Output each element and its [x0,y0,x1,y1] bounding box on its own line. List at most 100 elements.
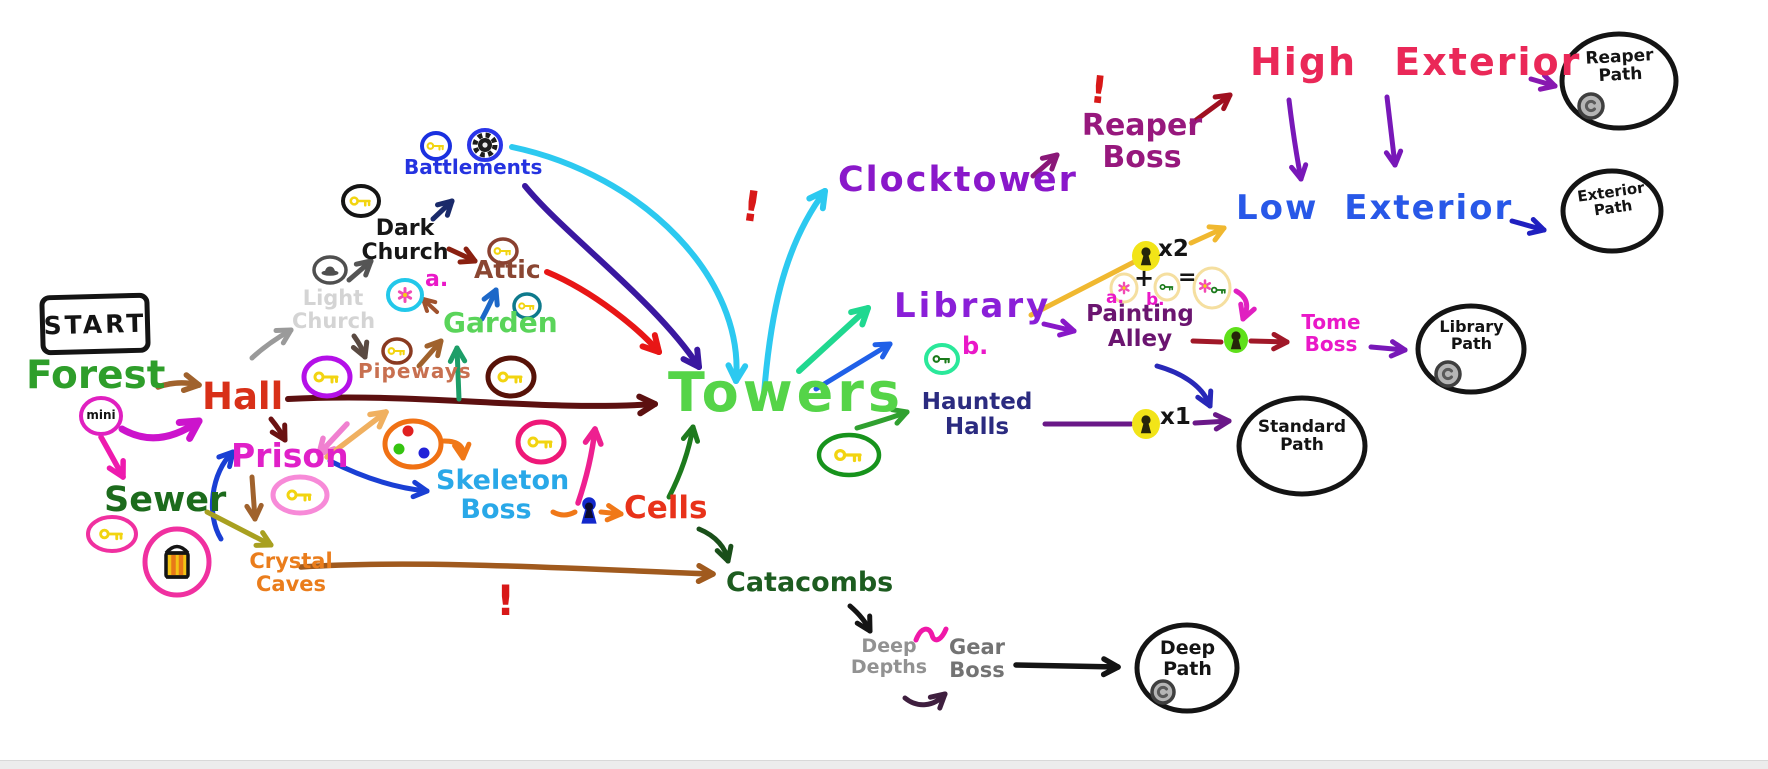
key-icon [286,489,312,502]
arrow-prison-to-skeleton-boss [327,458,430,500]
arrow-library-to-painting-alley [1041,318,1077,338]
library-path-oval [1415,303,1527,395]
arrow-sewer-to-crystal-caves [204,509,274,548]
arrow-prison-up-tan [324,409,389,460]
standard-path-oval [1236,395,1368,497]
mini-boss-circle [79,396,123,436]
cells-lock [581,497,597,524]
key-icon [349,196,371,207]
arrow-high-to-low-1 [1286,97,1309,182]
formula-flower-a [1109,272,1139,304]
arrow-down-to-pipeways-key [350,333,370,360]
arrow-cells-to-towers [666,424,701,500]
arrow-clocktower-to-reaper-boss [1030,152,1060,179]
flower-icon [397,287,413,303]
arrow-hall-to-light-church [249,327,294,361]
arrow-towers-to-haunted-halls [854,407,910,431]
key-icon [1159,283,1174,291]
deep-path-coin [1150,679,1176,705]
arrow-keyhole-to-tome-boss [1248,331,1290,352]
arrow-garden-to-attic [479,287,500,322]
arrow-palette-curl [441,438,472,461]
deep-path-oval [1134,622,1240,714]
start-box: START [39,292,151,356]
arrow-battlements-to-towers-cyan [509,144,749,384]
flower-icon [1118,281,1130,295]
key-icon [493,247,512,256]
start-label: START [43,308,147,340]
line-key-token [485,355,537,399]
sewer-key-token [86,515,138,553]
formula-key-b [1153,272,1181,302]
arrow-mini-to-sewer [98,434,126,480]
arrow-formula-down-curl [1233,288,1257,322]
library-path-coin [1434,360,1462,388]
keyhole-icon [584,502,594,518]
arrow-crystal-caves-to-catacombs [298,561,716,584]
arrow-pink-to-prison [316,421,350,457]
arrow-gear-boss-to-deep-path [1013,656,1121,678]
arrow-gear-loop [902,691,948,711]
arrow-line-to-garden [447,345,468,402]
sewer-lantern-token [142,526,212,598]
key-icon [426,142,445,151]
arrow-painting-red-line [1190,338,1224,345]
arrow-library-gold-line [1028,259,1137,318]
library-key-token [924,343,960,375]
arrow-hat-to-dark-church [346,258,374,283]
battlements-gear-token [467,128,503,162]
palette-token [382,418,444,470]
arrow-skeleton-up [575,426,604,506]
arrow-forest-to-hall [155,372,202,393]
key-icon [518,302,535,311]
keyhole-icon [1140,247,1152,266]
arrow-prison-down [244,474,264,522]
arrow-painting-to-standard-path [1154,363,1214,409]
reaper-path-coin [1577,92,1605,120]
arrow-dark-church-to-battlements [430,198,455,222]
arrow-gold-to-low-exterior [1188,224,1227,246]
arrow-skeleton-to-lock [550,509,578,518]
arrow-towers-to-clocktower [761,188,828,397]
arrow-hall-to-prison [268,416,288,443]
keyhole-tome [1224,327,1248,353]
arrow-reaper-boss-to-high-exterior [1189,92,1233,126]
arrow-sewer-to-prison [209,449,236,542]
canvas-edge [0,760,1768,769]
light-church-hat-token [312,255,348,285]
arrow-mini-to-hall [118,417,203,442]
arrow-keyhole-to-standard-path [1192,412,1232,432]
key-icon [527,436,553,449]
hall-key-token [301,355,353,399]
arrow-garden-to-flower [421,297,439,314]
arrow-catacombs-to-deep-depths [847,603,873,634]
keyhole-x2 [1132,241,1160,271]
key-icon [387,347,406,356]
flower-icon [1198,279,1212,293]
attic-key-token [487,237,519,265]
reaper-path-oval [1559,31,1679,131]
garden-key-token [512,292,542,320]
exterior-path-oval [1560,168,1664,254]
keyhole-x1 [1132,409,1160,439]
dark-church-key-token [341,184,381,218]
key-icon [497,371,523,384]
formula-combined [1192,266,1232,310]
arrow-attic-to-towers [544,269,662,355]
arrow-pipeways-to-garden [416,338,444,369]
flower-a-token [386,278,424,312]
battlements-key-token [420,131,452,161]
pipeways-key-token [381,337,413,365]
key-icon [99,528,123,541]
arrow-hall-to-towers [285,393,658,417]
arrow-towers-up-blue [813,341,893,392]
arrow-tome-boss-to-library-path [1368,339,1408,359]
arrow-cells-to-catacombs [696,526,734,564]
arrow-lock-to-cells [598,503,624,523]
keyhole-icon [1140,415,1152,434]
arrow-low-exterior-to-exterior-path [1509,217,1547,236]
key-icon [1210,286,1226,294]
arrow-deep-squiggle [913,626,949,643]
keyhole-icon [1230,331,1242,350]
